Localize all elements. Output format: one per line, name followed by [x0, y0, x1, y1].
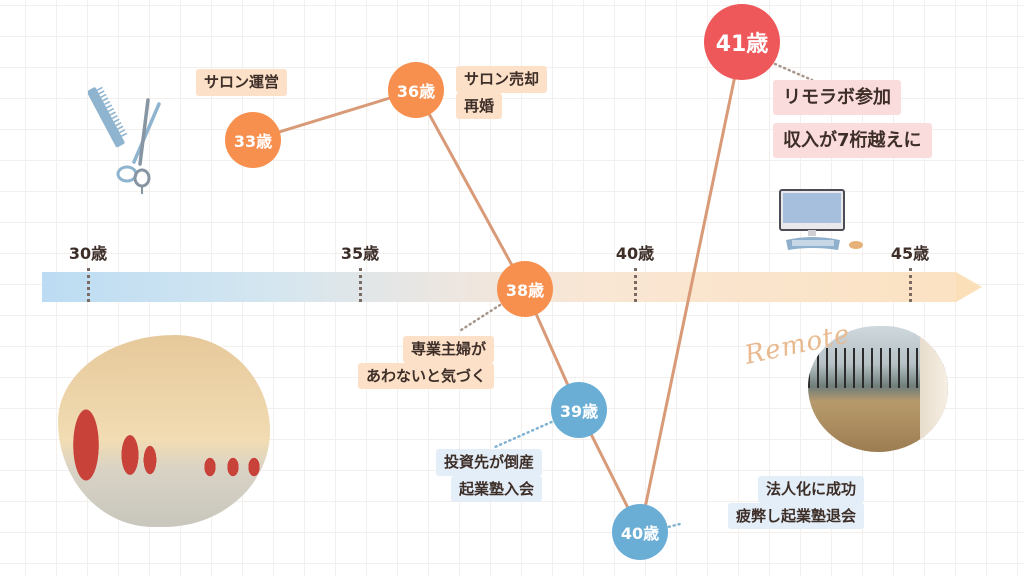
event-label-38: 専業主婦が あわないと気づく — [357, 336, 494, 389]
tick-label-30: 30歳 — [68, 244, 108, 263]
event-label-39: 投資先が倒産 起業塾入会 — [435, 449, 542, 502]
event-label-36-line1: サロン売却 — [456, 66, 548, 93]
age-node-33: 33歳 — [225, 112, 281, 168]
dotted-41 — [773, 62, 814, 82]
photo-courtyard-vases — [58, 335, 270, 527]
event-label-41: リモラボ参加 収入が7桁越えに — [773, 80, 932, 158]
event-label-36: サロン売却 再婚 — [456, 66, 548, 119]
tick-40 — [634, 268, 637, 302]
event-label-38-line1: 専業主婦が — [402, 336, 494, 363]
tick-label-45: 45歳 — [890, 244, 930, 263]
tick-30 — [87, 268, 90, 302]
event-label-39-line2: 起業塾入会 — [450, 475, 542, 502]
age-node-40: 40歳 — [612, 504, 668, 560]
event-label-41-line1: リモラボ参加 — [773, 80, 901, 115]
comb-scissors-icon — [88, 86, 161, 194]
photo-curtain — [920, 326, 948, 452]
age-node-38: 38歳 — [497, 261, 553, 317]
age-node-36: 36歳 — [388, 62, 444, 118]
connector-36-38 — [414, 88, 527, 291]
tick-label-40: 40歳 — [615, 244, 655, 263]
age-node-41: 41歳 — [704, 4, 780, 80]
tick-label-35: 35歳 — [340, 244, 380, 263]
event-label-33: サロン運営 — [196, 69, 288, 96]
event-label-38-line2: あわないと気づく — [357, 362, 494, 389]
dotted-38 — [456, 303, 502, 334]
tick-35 — [359, 268, 362, 302]
event-label-36-line2: 再婚 — [456, 92, 503, 119]
event-label-40-line2: 疲弊し起業塾退会 — [727, 502, 864, 529]
age-node-39: 39歳 — [551, 382, 607, 438]
connector-40-41 — [638, 40, 744, 534]
tick-45 — [909, 268, 912, 302]
computer-icon — [779, 189, 863, 250]
photo-balcony-chairs — [808, 326, 948, 452]
event-label-40-line1: 法人化に成功 — [757, 476, 864, 503]
event-label-40: 法人化に成功 疲弊し起業塾退会 — [727, 476, 864, 529]
timeline-arrow-head — [956, 272, 982, 302]
event-label-39-line1: 投資先が倒産 — [435, 449, 542, 476]
event-label-41-line2: 収入が7桁越えに — [773, 123, 932, 158]
dotted-39 — [493, 418, 558, 449]
